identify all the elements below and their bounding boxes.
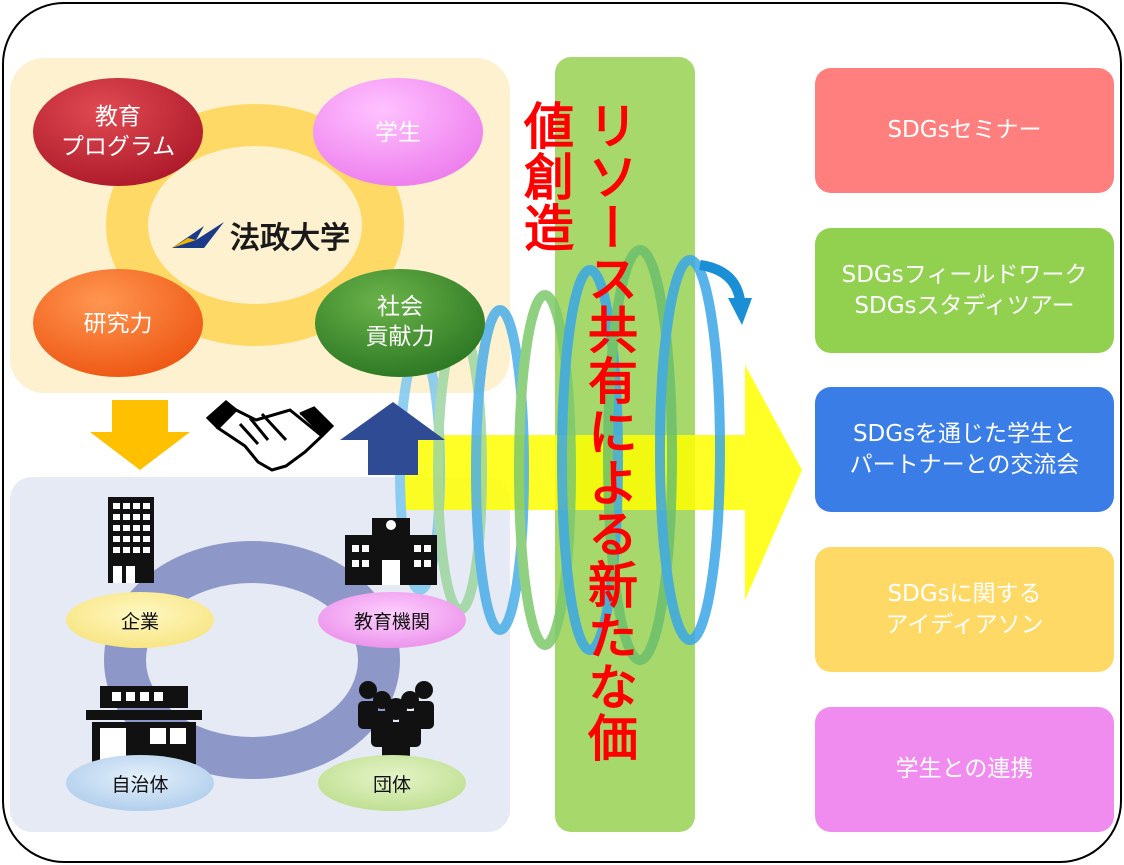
outcome-ideathon-line1: SDGsに関する (887, 580, 1042, 607)
school-icon (345, 518, 437, 585)
outcome-seminar-card: SDGsセミナー (815, 68, 1114, 193)
outcome-ideathon-card: SDGsに関する アイディアソン (815, 547, 1114, 672)
social-contribution-line1: 社会 (377, 294, 423, 320)
swirl-arrow-head (728, 298, 752, 325)
education-program-node (33, 78, 203, 186)
outcome-fieldwork-line1: SDGsフィールドワーク (841, 261, 1088, 288)
education-program-line2: プログラム (61, 134, 175, 160)
hosei-logo-icon (172, 222, 224, 248)
outcome-students-line1: 学生との連携 (895, 756, 1034, 782)
gold-down-arrow (90, 400, 190, 470)
university-ring (106, 104, 404, 346)
municipality-pill (66, 755, 214, 811)
social-contribution-line2: 貢献力 (366, 324, 435, 350)
education-program-line1: 教育 (95, 104, 141, 130)
outcome-exchange-line1: SDGsを通じた学生と (852, 420, 1077, 447)
partners-ring (104, 541, 400, 779)
outcome-exchange-card: SDGsを通じた学生と パートナーとの交流会 (815, 387, 1114, 512)
research-node (33, 269, 203, 377)
students-node (313, 78, 483, 186)
building-icon (108, 497, 154, 583)
research-label: 研究力 (84, 311, 153, 337)
university-logo-text: 法政大学 (230, 221, 350, 256)
shop-icon (86, 686, 202, 764)
navy-up-arrow (340, 402, 445, 475)
students-label: 学生 (375, 120, 421, 146)
people-group-icon (358, 681, 434, 764)
company-label: 企業 (121, 611, 159, 633)
municipality-label: 自治体 (111, 774, 168, 796)
outcome-seminar-line1: SDGsセミナー (887, 117, 1042, 143)
outcome-ideathon-line2: アイディアソン (885, 611, 1044, 638)
center-banner-text: リソース共有による新たな価値創造 (516, 100, 638, 763)
swirl-arrow-icon (699, 260, 745, 302)
education-institution-pill (318, 592, 466, 648)
outcome-fieldwork-card: SDGsフィールドワーク SDGsスタディツアー (815, 228, 1114, 353)
organization-label: 団体 (373, 774, 411, 796)
organization-pill (318, 755, 466, 811)
outcome-exchange-line2: パートナーとの交流会 (849, 451, 1080, 478)
handshake-icon (205, 400, 335, 472)
company-pill (66, 592, 214, 648)
outcome-fieldwork-line2: SDGsスタディツアー (854, 292, 1075, 319)
outcome-students-card: 学生との連携 (815, 707, 1114, 832)
education-institution-label: 教育機関 (354, 611, 430, 633)
social-contribution-node (315, 269, 485, 377)
